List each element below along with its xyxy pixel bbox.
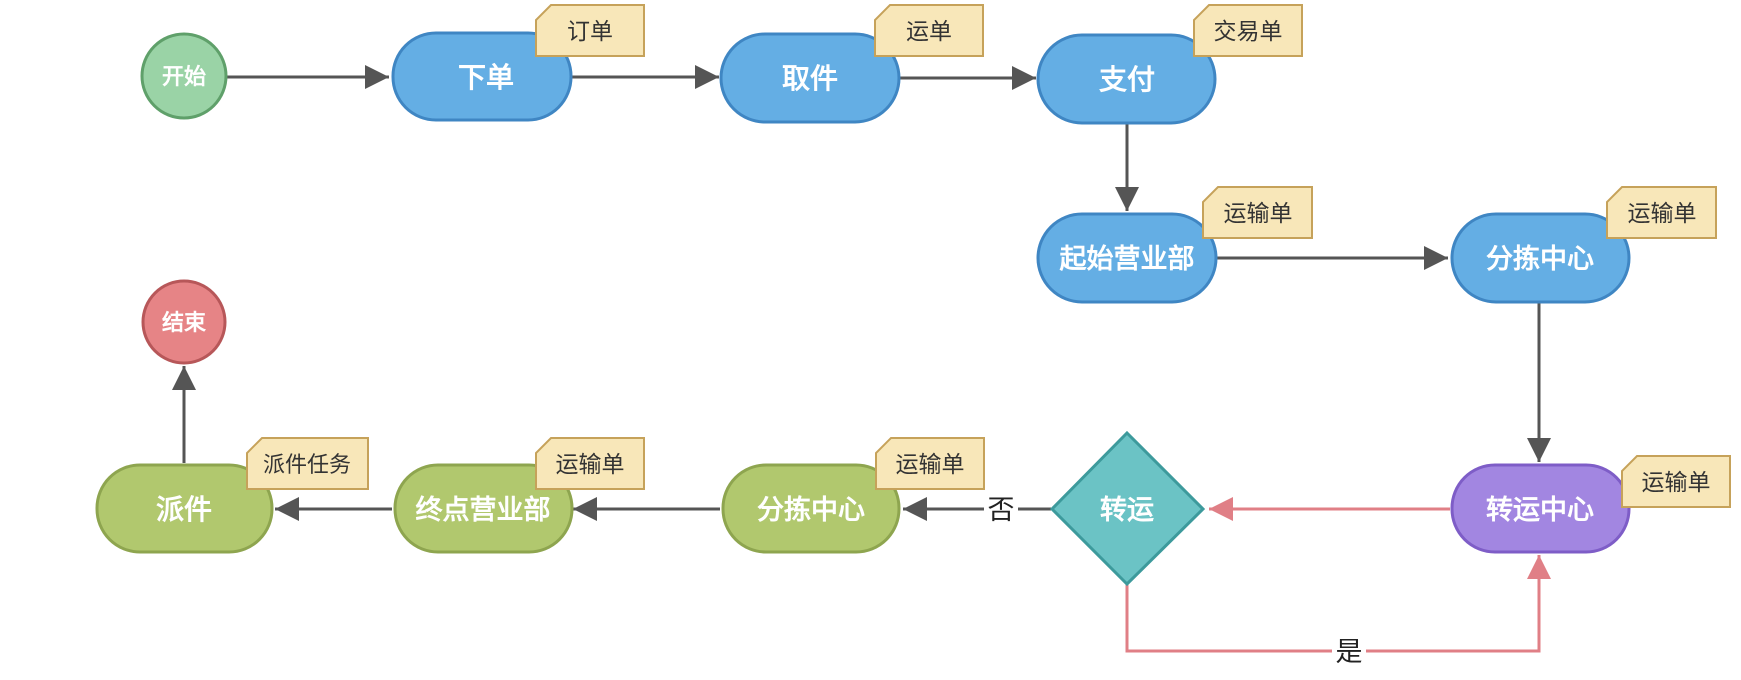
note-origin-office: 运输单 [1202, 186, 1313, 239]
nodes: 开始 下单 取件 支付 起始营业部 分拣中心 转运中 [95, 31, 1631, 587]
note-transfer-center: 运输单 [1621, 455, 1731, 508]
node-sorting-center-1-label: 分拣中心 [1486, 243, 1594, 275]
node-sorting-center-1: 分拣中心 [1450, 212, 1631, 304]
node-end-label: 结束 [162, 310, 207, 336]
note-sorting-center-1: 运输单 [1606, 186, 1717, 239]
note-origin-office-text: 运输单 [1224, 201, 1293, 227]
node-origin-office: 起始营业部 [1036, 212, 1218, 304]
edge-label-yes: 是 [1336, 637, 1363, 668]
note-transfer-center-text: 运输单 [1642, 470, 1711, 496]
note-sorting-center-2: 运输单 [875, 437, 985, 490]
node-pickup-label: 取件 [782, 62, 838, 95]
note-pay: 交易单 [1193, 4, 1303, 57]
node-delivery-label: 派件 [156, 493, 212, 526]
yes-label-bg [1332, 635, 1366, 669]
node-transfer-decision-label: 转运 [1100, 495, 1154, 526]
note-place-order-text: 订单 [567, 19, 613, 45]
note-sorting-center-1-text: 运输单 [1628, 201, 1697, 227]
node-pay: 支付 [1036, 33, 1217, 125]
note-delivery: 派件任务 [246, 437, 369, 490]
node-origin-office-label: 起始营业部 [1060, 243, 1195, 275]
notes: 订单 运单 交易单 运输单 运输单 运输单 运输单 运输单 [246, 4, 1731, 508]
edges [172, 65, 1551, 653]
node-transfer-decision: 转运 [1049, 430, 1206, 587]
note-pay-text: 交易单 [1214, 19, 1283, 45]
no-label-bg [984, 492, 1018, 526]
note-sorting-center-2-text: 运输单 [896, 452, 965, 478]
edge-label-no: 否 [988, 495, 1015, 526]
note-destination-office-text: 运输单 [556, 452, 625, 478]
node-start-label: 开始 [162, 64, 206, 90]
note-pickup-text: 运单 [906, 19, 952, 45]
node-sorting-center-2: 分拣中心 [721, 463, 901, 554]
node-destination-office: 终点营业部 [393, 463, 574, 554]
node-delivery: 派件 [95, 463, 274, 554]
node-transfer-center: 转运中心 [1450, 463, 1631, 554]
node-start: 开始 [140, 32, 228, 120]
note-place-order: 订单 [535, 4, 645, 57]
note-pickup: 运单 [874, 4, 984, 57]
node-pickup: 取件 [719, 32, 901, 124]
node-transfer-center-label: 转运中心 [1486, 495, 1594, 526]
note-delivery-text: 派件任务 [263, 453, 351, 478]
node-sorting-center-2-label: 分拣中心 [757, 494, 865, 526]
node-place-order-label: 下单 [458, 61, 514, 94]
note-destination-office: 运输单 [535, 437, 645, 490]
node-pay-label: 支付 [1099, 63, 1155, 96]
node-end: 结束 [141, 279, 227, 365]
node-place-order: 下单 [391, 31, 573, 122]
node-destination-office-label: 终点营业部 [416, 494, 551, 526]
